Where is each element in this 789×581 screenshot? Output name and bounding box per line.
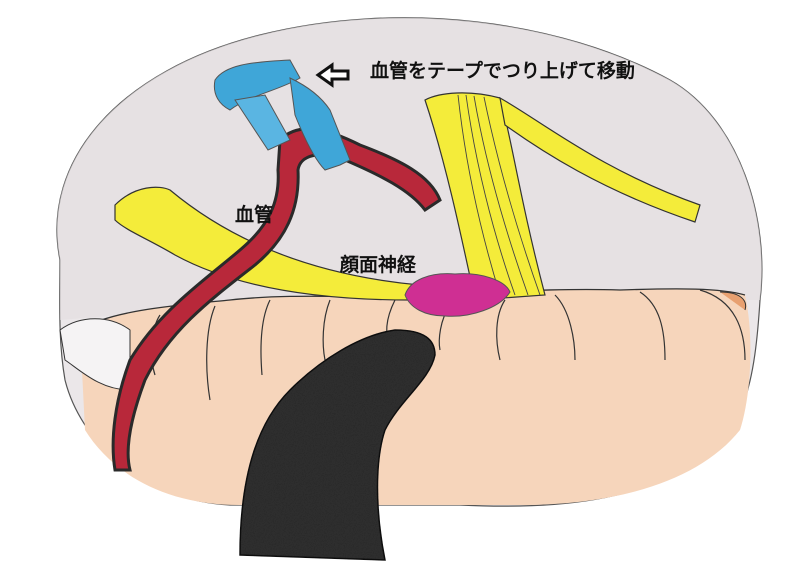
blood-vessel: [111, 127, 442, 472]
tape: [213, 59, 351, 171]
facial-nerve-label: 顔面神経: [340, 254, 417, 276]
vessel-label: 血管: [235, 204, 274, 226]
nerve-bundle: [424, 92, 701, 301]
brainstem: [80, 288, 751, 505]
arrow-left-icon: [315, 62, 350, 88]
root-exit-zone: [404, 273, 511, 317]
tape-lift-label: 血管をテープでつり上げて移動: [370, 60, 635, 82]
retractor: [239, 329, 436, 561]
